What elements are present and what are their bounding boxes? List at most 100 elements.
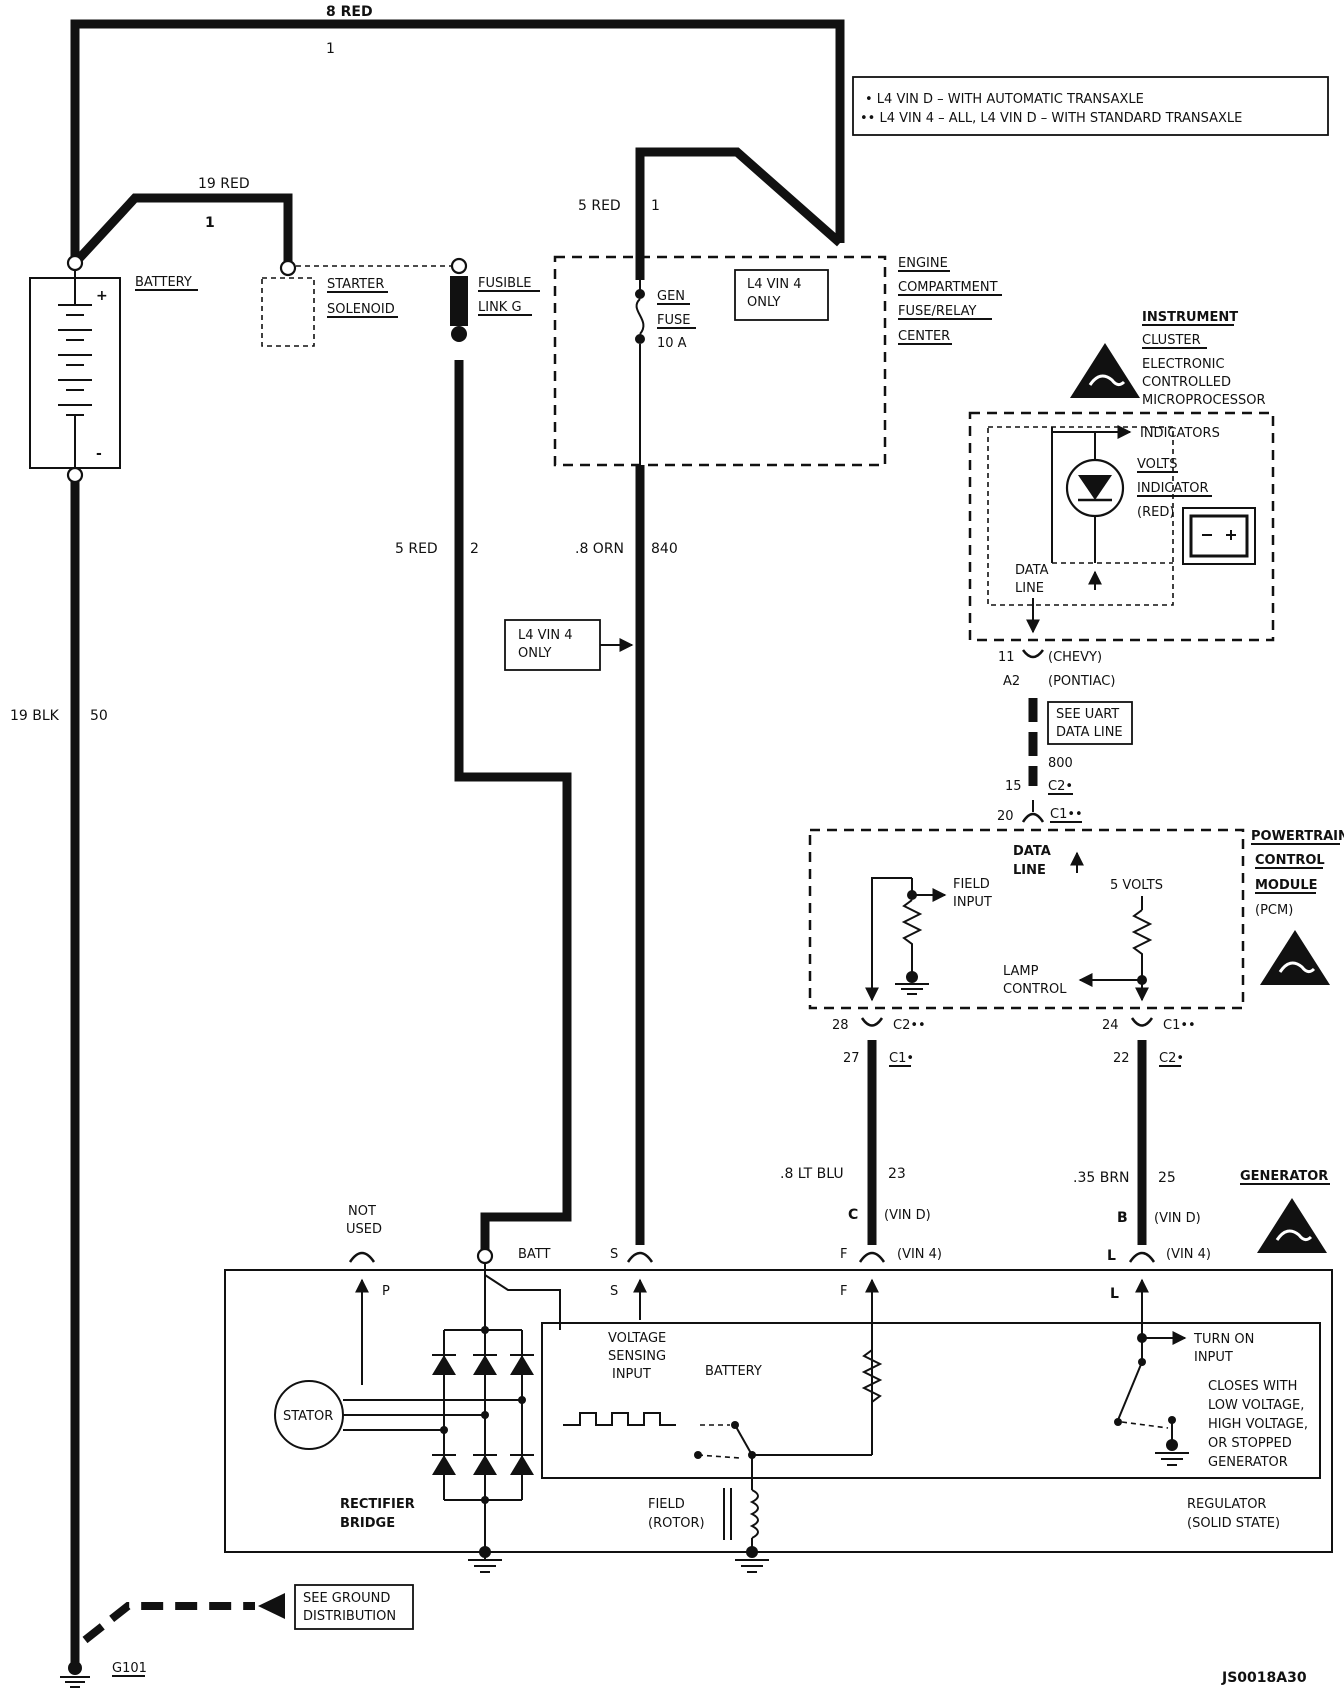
vs-label-1: VOLTAGE (608, 1331, 666, 1346)
see-ground-1: SEE GROUND (303, 1591, 390, 1606)
pcm-label-1: POWERTRAIN (1251, 829, 1344, 844)
wire-ltblu-label: .8 LT BLU (780, 1166, 844, 1182)
wire-ltblu-circuit: 23 (888, 1166, 906, 1182)
gen-fuse-3: 10 A (657, 336, 687, 351)
pin-c1b-pcm: C1•• (1163, 1018, 1196, 1033)
circuit-800: 800 (1048, 756, 1073, 771)
wire-orn-label: .8 ORN (575, 541, 624, 557)
gen-f-vin4: (VIN 4) (897, 1247, 942, 1262)
pin-11: 11 (998, 650, 1015, 665)
pin-20: 20 (997, 809, 1014, 824)
fusible-label-2: LINK G (478, 300, 522, 315)
pin-c1a-pcm: C1• (889, 1051, 914, 1066)
see-uart-2: DATA LINE (1056, 725, 1123, 740)
wire-5-red-top-circuit: 1 (651, 198, 660, 214)
wire-8-red-label: 8 RED (326, 4, 373, 20)
gen-l-top: L (1107, 1248, 1116, 1264)
pcm-lamp-2: CONTROL (1003, 982, 1067, 997)
gen-fuse-1: GEN (657, 289, 685, 304)
gen-f-inner: F (840, 1284, 847, 1299)
note-2: •• L4 VIN 4 – ALL, L4 VIN D – WITH STAND… (860, 111, 1242, 126)
esd-icon-cluster (1070, 343, 1140, 398)
wire-19-red: 19 RED 1 (71, 176, 293, 267)
starter-label-2: SOLENOID (327, 302, 395, 317)
pin-c2a-pcm: C2• (1159, 1051, 1184, 1066)
wire-blk-label: 19 BLK (10, 708, 60, 724)
pin-chevy: (CHEVY) (1048, 650, 1102, 665)
wire-8-red: 8 RED 1 (70, 4, 845, 263)
wire-brn: .35 BRN 25 B (VIN D) (VIN 4) (1073, 1040, 1211, 1262)
pin-c2b-pcm: C2•• (893, 1018, 926, 1033)
generator: GENERATOR NOT USED BATT S F L P S F L ST… (224, 1169, 1333, 1573)
esd-icon-pcm (1260, 930, 1330, 985)
note-1: • L4 VIN D – WITH AUTOMATIC TRANSAXLE (865, 92, 1144, 107)
regulator: VOLTAGE SENSING INPUT BATTERY FIELD (541, 1322, 1321, 1573)
not-used-1: NOT (348, 1204, 376, 1219)
pin-27: 27 (843, 1051, 860, 1066)
field-label-2: (ROTOR) (648, 1516, 705, 1531)
not-used-2: USED (346, 1222, 382, 1237)
regulator-label-2: (SOLID STATE) (1187, 1516, 1280, 1531)
pcm-lamp-1: LAMP (1003, 964, 1039, 979)
wire-lt-blu: .8 LT BLU 23 C (VIN D) (VIN 4) (780, 1040, 942, 1262)
rectifier-label-1: RECTIFIER (340, 1497, 415, 1512)
reg-battery: BATTERY (705, 1364, 762, 1379)
volts-red: (RED) (1137, 505, 1174, 520)
fuse-vin4-2: ONLY (747, 295, 780, 310)
volts-label-1: VOLTS (1137, 457, 1178, 472)
gen-b-vind: (VIN D) (1154, 1211, 1201, 1226)
instrument-cluster: INSTRUMENT CLUSTER ELECTRONIC CONTROLLED… (968, 310, 1275, 642)
cluster-label-3: ELECTRONIC (1142, 357, 1225, 372)
wire-5-red-batt: 5 RED 2 (395, 360, 572, 1250)
gen-c-vind: (VIN D) (884, 1208, 931, 1223)
vs-label-2: SENSING (608, 1349, 666, 1364)
pin-28: 28 (832, 1018, 849, 1033)
wire-5-red-top: 5 RED 1 (578, 147, 843, 280)
closes-5: GENERATOR (1208, 1455, 1288, 1470)
cluster-label-4: CONTROLLED (1142, 375, 1231, 390)
drawing-id: JS0018A30 (1221, 1670, 1307, 1686)
cluster-label-5: MICROPROCESSOR (1142, 393, 1266, 408)
pcm-label-4: (PCM) (1255, 903, 1293, 918)
pcm-field-2: INPUT (953, 895, 992, 910)
pcm-data-1: DATA (1013, 844, 1051, 859)
rectifier-bridge: RECTIFIER BRIDGE (340, 1262, 561, 1573)
gen-s-inner: S (610, 1284, 618, 1299)
gen-batt: BATT (518, 1247, 551, 1262)
field-label-1: FIELD (648, 1497, 685, 1512)
wire-19-red-label: 19 RED (198, 176, 250, 192)
pin-pontiac: (PONTIAC) (1048, 674, 1115, 689)
closes-1: CLOSES WITH (1208, 1379, 1297, 1394)
pcm-data-2: LINE (1013, 863, 1046, 878)
pin-22: 22 (1113, 1051, 1130, 1066)
battery-label: BATTERY (135, 275, 192, 290)
ground-g101: SEE GROUND DISTRIBUTION G101 (60, 1584, 414, 1688)
gen-l-inner: L (1110, 1286, 1119, 1302)
fuse-center-3: FUSE/RELAY (898, 304, 977, 319)
rectifier-label-2: BRIDGE (340, 1516, 395, 1531)
cluster-data-1: DATA (1015, 563, 1049, 578)
gen-pin-c: C (848, 1207, 858, 1223)
regulator-label-1: REGULATOR (1187, 1497, 1266, 1512)
battery-plus: + (96, 288, 108, 304)
turn-on-1: TURN ON (1193, 1332, 1254, 1347)
closes-4: OR STOPPED (1208, 1436, 1292, 1451)
wire-5-red-mid-label: 5 RED (395, 541, 438, 557)
gen-s-top: S (610, 1247, 618, 1262)
battery-minus: - (96, 446, 102, 462)
fusible-label-1: FUSIBLE (478, 276, 531, 291)
pin-a2: A2 (1003, 674, 1020, 689)
closes-3: HIGH VOLTAGE, (1208, 1417, 1308, 1432)
pcm-label-2: CONTROL (1255, 853, 1325, 868)
fusible-link-g: FUSIBLE LINK G (450, 257, 540, 342)
gen-f-top: F (840, 1247, 847, 1262)
stator-label: STATOR (283, 1409, 333, 1424)
gen-pin-b: B (1117, 1210, 1128, 1226)
esd-icon-generator (1257, 1198, 1327, 1253)
gen-p: P (382, 1284, 390, 1299)
vin4-callout-2: ONLY (518, 646, 551, 661)
pcm-label-3: MODULE (1255, 878, 1318, 893)
battery-icon (1182, 507, 1256, 565)
wire-19-red-circuit: 1 (205, 215, 215, 231)
pin-c1b-data: C1•• (1050, 807, 1083, 822)
